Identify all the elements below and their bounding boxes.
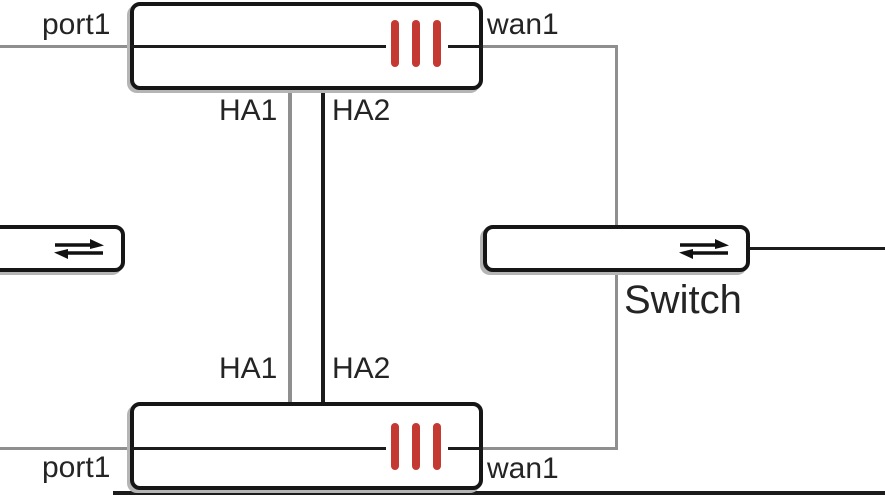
port1-label-b: port1: [42, 451, 111, 484]
wan1-label-a: wan1: [487, 8, 559, 41]
ha2-link-line: [321, 88, 325, 404]
port1-internal-line-a: [131, 45, 386, 48]
ha2-label-a: HA2: [332, 94, 391, 127]
port1-label-a: port1: [42, 8, 111, 41]
port1-link-line-b: [0, 447, 131, 450]
switch-label: Switch: [624, 278, 742, 322]
left-switch-device: [0, 225, 125, 272]
wan1-link-line-b: [483, 447, 618, 450]
ha1-label-b: HA1: [219, 352, 278, 385]
wan1-link-line-a: [483, 45, 618, 48]
switch-uplink-line: [748, 247, 885, 250]
network-edge-line: [113, 491, 885, 495]
main-switch-device: [483, 225, 750, 272]
transfer-arrows-icon: [54, 238, 104, 259]
port1-internal-line-b: [131, 447, 386, 450]
wan1-label-b: wan1: [487, 452, 559, 485]
fortigate-b-icon: [391, 423, 441, 470]
fortigate-b-device: [130, 402, 483, 490]
fortigate-a-icon: [391, 20, 441, 67]
transfer-arrows-icon: [679, 238, 729, 259]
port1-link-line-a: [0, 45, 131, 48]
wan1-internal-line-a: [448, 45, 483, 48]
ha2-label-b: HA2: [332, 352, 391, 385]
wan1-internal-line-b: [448, 447, 483, 450]
ha1-link-line: [288, 88, 292, 404]
ha1-label-a: HA1: [219, 94, 278, 127]
